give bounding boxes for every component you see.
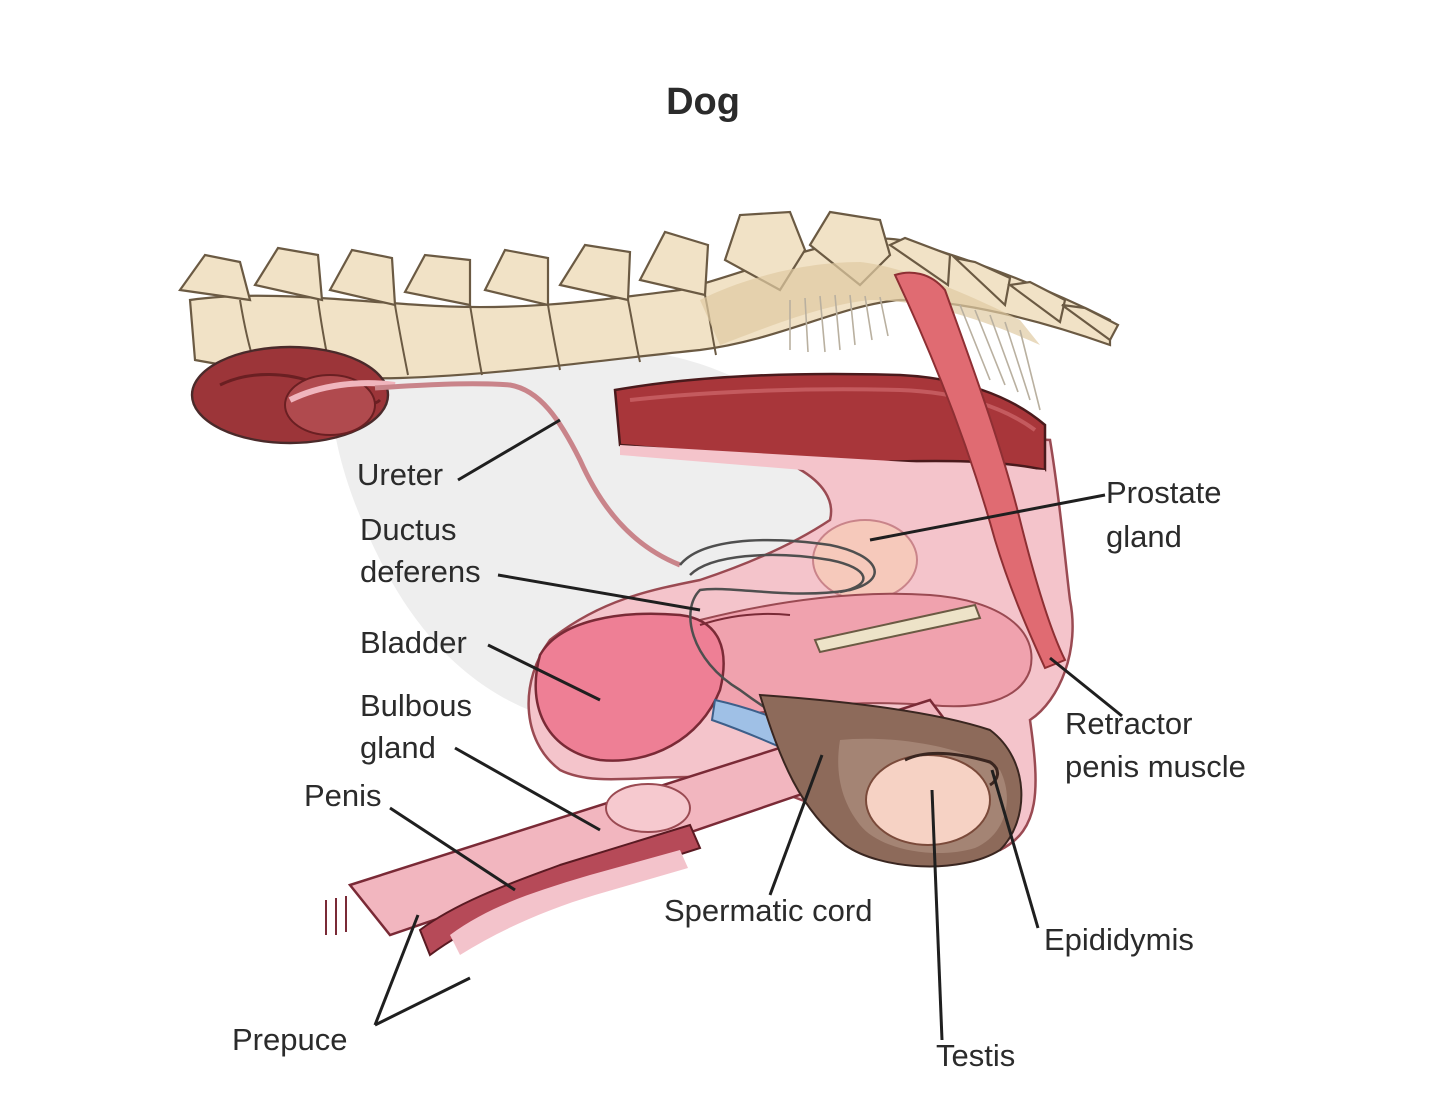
label-prepuce: Prepuce [232,1022,347,1057]
bladder [534,612,725,762]
pelvic-urethra [698,592,1033,722]
ductus-deferens [679,538,876,762]
label-ductus-deferens-line2: deferens [360,554,481,589]
label-prostate-gland-line2: gland [1106,519,1182,554]
label-testis: Testis [936,1038,1015,1073]
label-ductus-deferens-line1: Ductus [360,512,456,547]
bulbous-gland [605,783,691,833]
testis-assembly [758,693,1023,868]
leader-lines [373,418,1123,1041]
label-penis: Penis [304,778,382,813]
retractor-penis-muscle [893,271,1067,670]
label-spermatic-cord: Spermatic cord [664,893,872,928]
label-bulbous-gland-line1: Bulbous [360,688,472,723]
label-bladder: Bladder [360,625,467,660]
figure-title: Dog [666,81,740,123]
label-ureter: Ureter [357,457,443,492]
label-retractor-penis-muscle-line2: penis muscle [1065,749,1246,784]
vertebral-column [178,210,1120,411]
labels: Ureter Ductus deferens Bladder Bulbous g… [232,457,1246,1073]
label-retractor-penis-muscle-line1: Retractor [1065,706,1192,741]
rectum [613,372,1048,490]
prepuce [325,896,347,935]
label-prostate-gland-line1: Prostate [1106,475,1221,510]
testis [865,754,991,846]
kidney [190,345,396,445]
label-bulbous-gland-line2: gland [360,730,436,765]
os-penis-bone [813,603,982,654]
epididymis [904,752,999,787]
ureter [374,381,681,568]
label-epididymis: Epididymis [1044,922,1194,957]
